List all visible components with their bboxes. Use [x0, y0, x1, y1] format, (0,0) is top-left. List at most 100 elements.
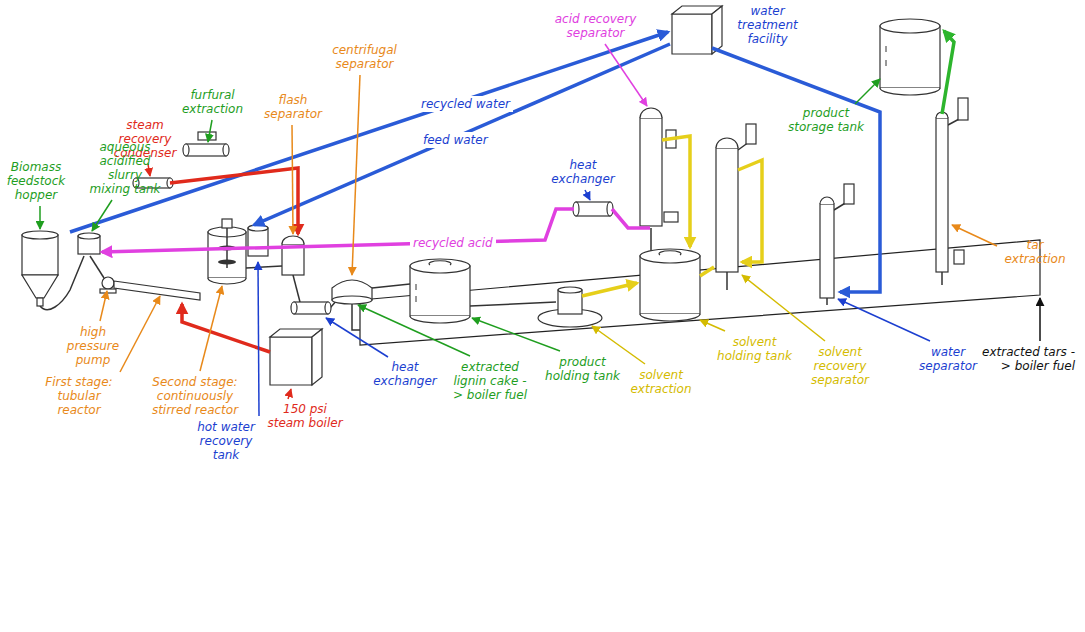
tar-column-body [936, 118, 948, 272]
leader-arrow [288, 389, 291, 399]
callout-label: recycled acid [410, 235, 496, 251]
leader-arrow [92, 200, 112, 231]
hopper-body [22, 235, 58, 275]
callout-label: flash separator [262, 93, 324, 121]
steam-pipe [170, 168, 298, 234]
heat-exchanger-body [576, 202, 610, 216]
callout-label: heat exchanger [370, 360, 440, 388]
acid-column-body [640, 118, 662, 226]
hopper-top [22, 231, 58, 239]
product-pipe [942, 31, 954, 114]
leader-arrow [258, 262, 259, 416]
boiler-front [270, 337, 312, 385]
stirrer-mark [429, 261, 451, 265]
process-pipe [372, 284, 410, 288]
process-pipe [470, 302, 556, 306]
acid-column-vessel [664, 212, 678, 222]
callout-label: solvent recovery separator [805, 345, 875, 387]
stirrer-mark [659, 251, 681, 255]
solvent-tank-bottom [640, 314, 700, 321]
leader-arrow [855, 79, 880, 104]
heat-exchanger-end [291, 302, 297, 314]
leader-arrow [326, 318, 388, 357]
tar-column-vessel [954, 250, 964, 264]
leader-arrow [200, 286, 222, 371]
storage-tank-body [880, 26, 940, 88]
solvent-tank-body [640, 256, 700, 314]
process-pipe [246, 266, 282, 268]
callout-label: centrifugal separator [327, 43, 402, 71]
flash-separator-dome [282, 236, 304, 244]
water-pipe [70, 32, 668, 232]
agitator-blade [218, 260, 236, 265]
callout-label: hot water recovery tank [190, 420, 262, 462]
steam-pipe [182, 304, 270, 352]
callout-label: extracted tars -> boiler fuel [980, 345, 1075, 373]
leader-arrow [292, 125, 293, 234]
water-column-dome [820, 197, 834, 204]
callout-label: heat exchanger [548, 158, 618, 186]
callout-label: Biomass feedstock hopper [5, 160, 67, 202]
callout-label: furfural extraction [180, 88, 245, 116]
extractor-end [183, 144, 189, 156]
callout-label: extracted lignin cake -> boiler fuel [450, 360, 530, 402]
solvent-pipe [662, 136, 690, 247]
heat-exchanger-body [294, 302, 328, 314]
solvent-pipe [738, 160, 762, 262]
hopper-spout [37, 298, 43, 306]
water-column-body [820, 204, 834, 298]
callout-label: water separator [915, 345, 981, 373]
leader-arrow [352, 75, 360, 275]
leader-arrow [208, 120, 212, 142]
leader-arrow [952, 225, 997, 246]
tank-mark [886, 46, 887, 52]
recovery-column-vessel [746, 124, 756, 144]
leader-arrow [838, 299, 930, 341]
storage-tank-top [880, 19, 940, 33]
solvent-pipe [582, 283, 637, 296]
centrifuge-base [332, 296, 372, 304]
facility-front [672, 14, 712, 54]
extractor-body [186, 144, 226, 156]
callout-label: high pressure pump [62, 325, 124, 367]
callout-label: water treatment facility [730, 4, 805, 46]
leader-arrow [472, 318, 560, 351]
process-pipe [726, 272, 728, 290]
callout-label: solvent extraction [628, 368, 694, 396]
leader-arrow [39, 206, 41, 229]
solvent-pipe [700, 267, 714, 276]
extractor-vessel [198, 132, 216, 140]
acid-pipe [102, 209, 574, 252]
process-pipe [941, 272, 943, 285]
tubular-reactor [114, 281, 200, 300]
hopper-cone [22, 275, 58, 298]
storage-tank-bottom [880, 88, 940, 95]
callout-label: product holding tank [540, 355, 625, 383]
tar-column-vessel [958, 98, 968, 120]
recovery-column-dome [716, 138, 738, 148]
tank-mark [886, 60, 887, 66]
holding-tank-bottom [410, 316, 470, 323]
mixing-tank-top [78, 233, 100, 239]
process-pipe [352, 304, 360, 330]
leader-arrow [100, 291, 107, 321]
water-column-vessel [844, 184, 854, 204]
leader-arrow [605, 44, 647, 106]
leader-arrow [742, 275, 825, 341]
hot-water-tank-body [248, 228, 268, 256]
agitator-motor [222, 219, 232, 228]
process-pipe [90, 256, 104, 278]
callout-label: feed water [420, 132, 491, 148]
acid-column-dome [640, 108, 662, 118]
heat-exchanger-end [325, 302, 331, 314]
callout-label: First stage: tubular reactor [38, 375, 120, 417]
callout-label: product storage tank [785, 106, 867, 134]
leader-arrow [358, 305, 470, 356]
holding-tank-top [410, 259, 470, 273]
hot-water-tank-top [248, 225, 268, 231]
stirred-reactor-bottom [208, 278, 246, 284]
tank-mark [416, 296, 417, 302]
